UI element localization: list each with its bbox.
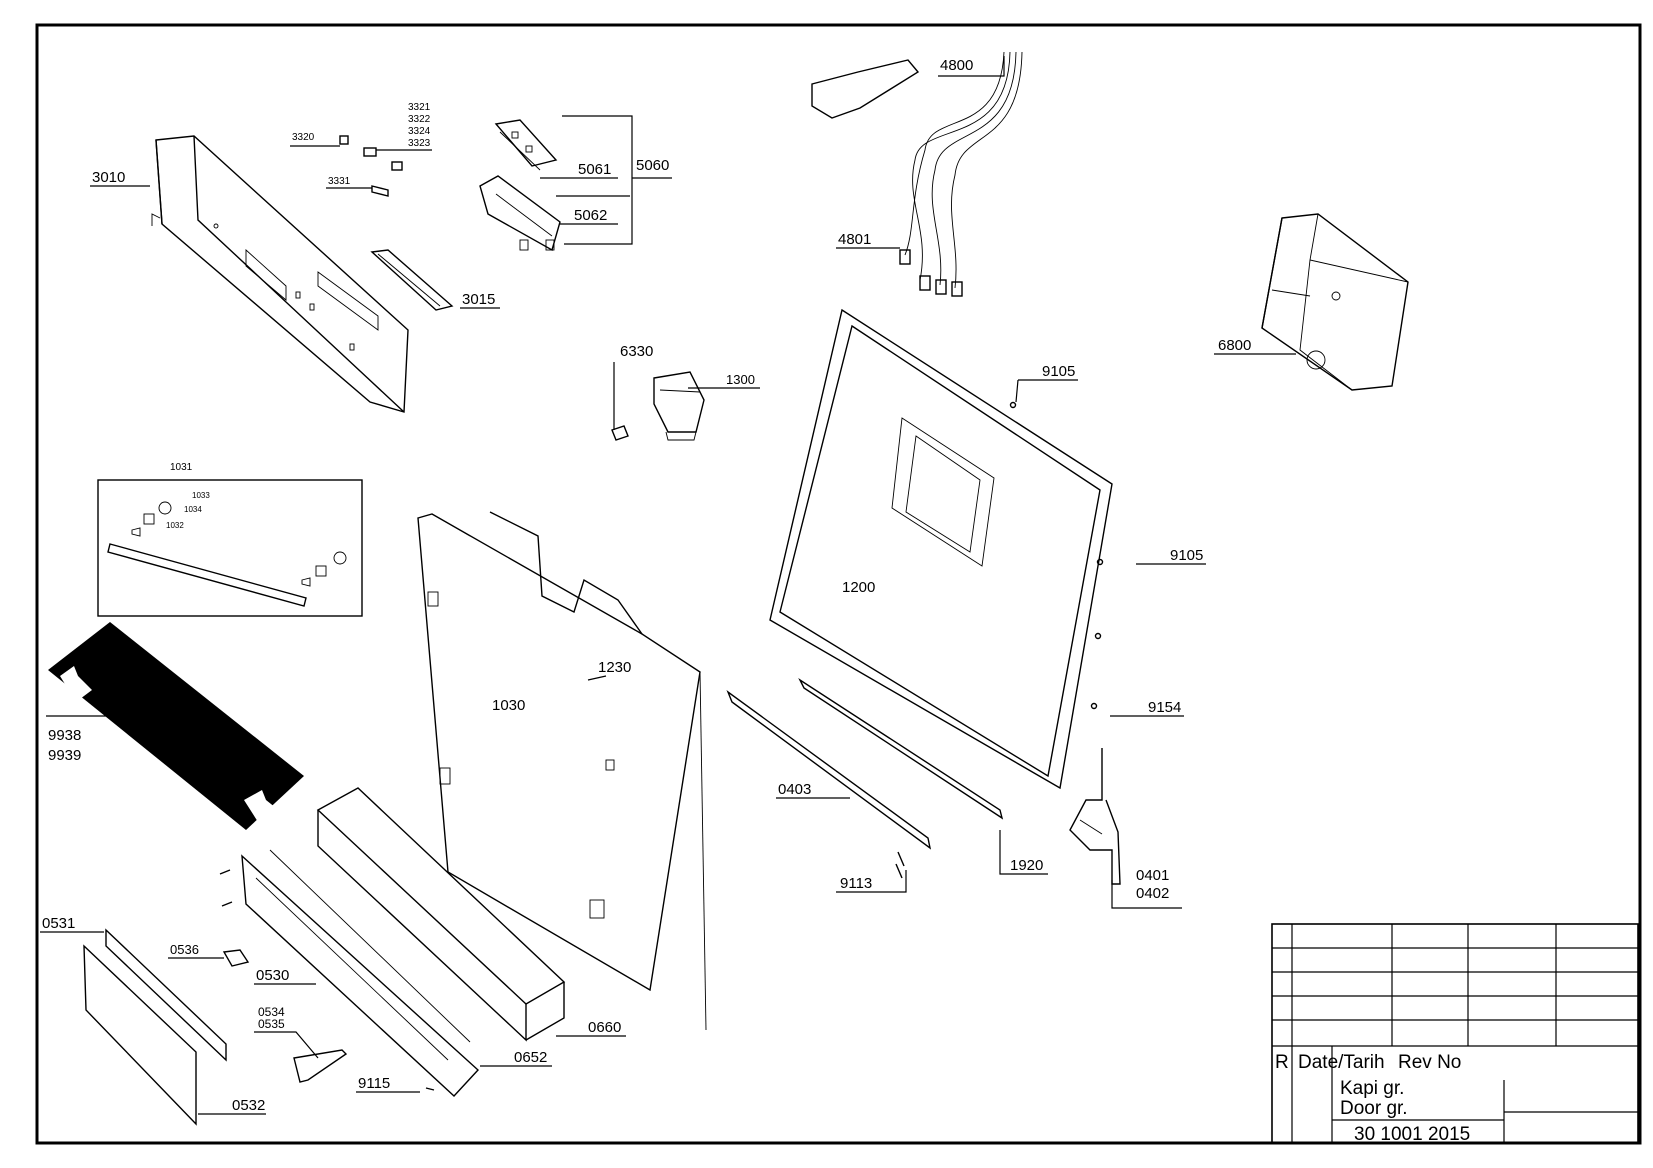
callout-0531: 0531 xyxy=(42,915,75,932)
callout-3320: 3320 xyxy=(292,132,315,143)
part-4800-cable-harness xyxy=(811,51,1023,297)
callout-9113: 9113 xyxy=(840,875,872,892)
part-5061-pcb xyxy=(494,119,558,171)
callout-3322: 3322 xyxy=(408,114,431,125)
callout-3331: 3331 xyxy=(328,176,351,187)
part-9938-insulation-sheet xyxy=(48,622,304,830)
callout-3324: 3324 xyxy=(408,126,431,137)
part-1031-hinge-kit-inset xyxy=(97,479,363,617)
part-9113-screws xyxy=(895,851,905,879)
callout-9105-right: 9105 xyxy=(1170,547,1203,564)
callout-1230: 1230 xyxy=(598,659,631,676)
part-0534-handle xyxy=(293,1049,348,1083)
callout-0652: 0652 xyxy=(514,1049,547,1066)
title-block-name-en: Door gr. xyxy=(1340,1098,1408,1119)
callout-1031: 1031 xyxy=(170,462,193,473)
part-1920-seal xyxy=(798,678,1004,820)
part-0531-0532-front-plinth xyxy=(83,928,227,1126)
callout-0532: 0532 xyxy=(232,1097,265,1114)
drawing-border xyxy=(35,23,1642,1145)
title-block-rev-marker: R xyxy=(1275,1052,1289,1073)
leader-lines xyxy=(40,56,1296,1115)
title-block: R Date/Tarih Rev No Kapi gr. Door gr. 30… xyxy=(1271,923,1639,1145)
callout-3323: 3323 xyxy=(408,138,431,149)
part-3010-control-panel xyxy=(151,135,409,413)
callout-6330: 6330 xyxy=(620,343,653,360)
callout-9115: 9115 xyxy=(358,1075,390,1092)
part-0536-clip xyxy=(222,949,250,967)
callout-labels: 3010 3015 3320 3321 3322 3324 3323 3331 … xyxy=(42,57,1251,1114)
part-1300-door-lock xyxy=(653,371,705,441)
callout-9938: 9938 xyxy=(48,727,81,744)
callout-1030: 1030 xyxy=(492,697,525,714)
part-1030-outer-door xyxy=(417,511,707,1031)
part-0403-strip xyxy=(726,689,932,850)
callout-0401: 0401 xyxy=(1136,867,1169,884)
callout-0534: 0534 xyxy=(258,1005,285,1019)
callout-5061: 5061 xyxy=(578,161,611,178)
callout-3321: 3321 xyxy=(408,102,431,113)
callout-1200: 1200 xyxy=(842,579,875,596)
part-0401-hinge xyxy=(1069,748,1121,885)
title-block-rev-no-header: Rev No xyxy=(1398,1052,1461,1073)
callout-9105-top: 9105 xyxy=(1042,363,1075,380)
part-9115-screw xyxy=(425,1087,435,1091)
callout-4800: 4800 xyxy=(940,57,973,74)
part-6800-detergent-dispenser xyxy=(1261,213,1409,391)
part-1200-inner-door xyxy=(769,308,1113,790)
part-5062-pcb xyxy=(479,175,561,252)
callout-1300: 1300 xyxy=(726,372,755,387)
callout-0403: 0403 xyxy=(778,781,811,798)
callout-0530: 0530 xyxy=(256,967,289,984)
callout-0535: 0535 xyxy=(258,1017,285,1031)
title-block-name-tr: Kapi gr. xyxy=(1340,1078,1404,1099)
callout-1033: 1033 xyxy=(192,491,210,500)
callout-5060: 5060 xyxy=(636,157,669,174)
callout-4801: 4801 xyxy=(838,231,871,248)
part-6330-strike xyxy=(611,425,629,441)
callout-1920: 1920 xyxy=(1010,857,1043,874)
part-buttons-3320-3331 xyxy=(339,135,403,197)
part-screws-0530 xyxy=(219,869,233,907)
callout-6800: 6800 xyxy=(1218,337,1251,354)
callout-1034: 1034 xyxy=(184,505,202,514)
callout-3010: 3010 xyxy=(92,169,125,186)
part-3015-display-window xyxy=(370,249,454,311)
title-block-date-header: Date/Tarih xyxy=(1298,1052,1385,1073)
callout-0402: 0402 xyxy=(1136,885,1169,902)
part-0652-frame xyxy=(241,849,479,1097)
callout-1032: 1032 xyxy=(166,521,184,530)
callout-0660: 0660 xyxy=(588,1019,621,1036)
callout-3015: 3015 xyxy=(462,291,495,308)
callout-0536: 0536 xyxy=(170,942,199,957)
callout-5062: 5062 xyxy=(574,207,607,224)
callout-9154: 9154 xyxy=(1148,699,1181,716)
callout-9939: 9939 xyxy=(48,747,81,764)
part-0660-insulation-block xyxy=(316,787,566,1042)
title-block-part-number: 30 1001 2015 xyxy=(1354,1124,1470,1145)
